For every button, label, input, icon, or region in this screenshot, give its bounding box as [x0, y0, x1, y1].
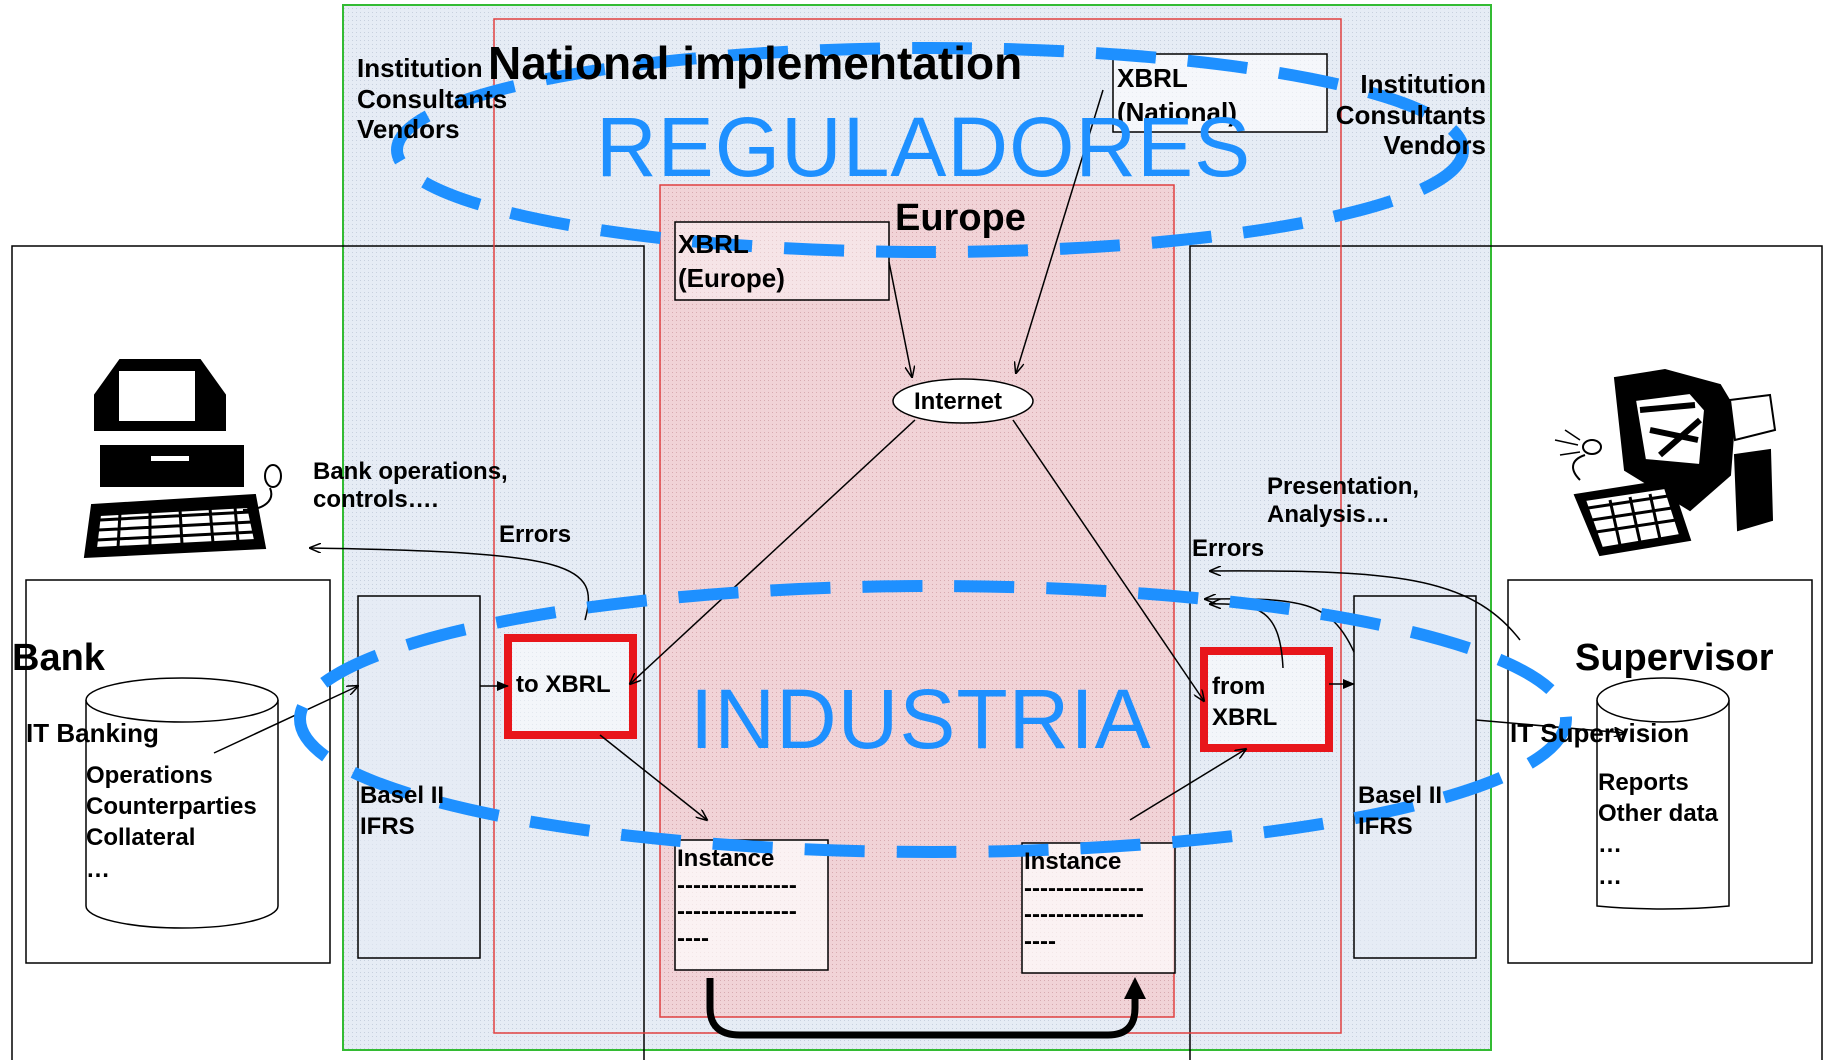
supervisor-frame [1189, 245, 1823, 1060]
instance-right-body: --------------- --------------- ---- [1024, 875, 1144, 955]
europe-title: Europe [895, 197, 1026, 239]
instance-left-box [674, 839, 829, 971]
reguladores-dashed-ellipse [391, 42, 1469, 258]
instance-right-title: Instance [1024, 848, 1122, 875]
it-banking-database-icon [85, 677, 279, 929]
flow-arrows [213, 89, 1625, 820]
errors-right-label: Errors [1192, 535, 1265, 562]
instance-left-title: Instance [677, 845, 775, 872]
instance-right-box [1021, 842, 1176, 974]
national-implementation-title: National implementation [488, 37, 1023, 89]
xbrl-europe-label: XBRL (Europe) [678, 229, 785, 293]
from-xbrl-label: from XBRL [1212, 673, 1278, 732]
stakeholders-right-label: Institution Consultants Vendors [1335, 69, 1486, 161]
internet-node [892, 378, 1034, 424]
to-xbrl-label: to XBRL [516, 671, 611, 698]
it-supervision-database-icon [1596, 677, 1730, 910]
basel-ifrs-left-label: Basel II IFRS [360, 782, 445, 841]
instance-left-body: --------------- --------------- ---- [677, 872, 797, 952]
it-supervision-label: IT Supervision [1510, 718, 1690, 748]
internet-label: Internet [914, 388, 1003, 415]
stakeholders-left-label: Institution Consultants Vendors [357, 53, 508, 145]
bank-computer-icon [83, 359, 282, 559]
supervisor-computer-icon [1554, 368, 1777, 557]
basel-ifrs-right-box [1353, 595, 1477, 959]
reguladores-overlay-label: REGULADORES [596, 100, 1252, 194]
supervisor-data-list: Reports Other data … … [1598, 769, 1719, 890]
basel-ifrs-right-label: Basel II IFRS [1358, 782, 1443, 841]
bank-title: Bank [12, 637, 105, 679]
it-banking-label: IT Banking [26, 718, 159, 748]
instance-exchange-arrow [706, 977, 1146, 1039]
from-xbrl-converter [1200, 647, 1333, 752]
xbrl-national-label: XBRL (National) [1117, 63, 1237, 127]
supervisor-activity-label: Presentation, Analysis… [1267, 473, 1420, 529]
xbrl-europe-box [674, 221, 890, 301]
industria-dashed-ellipse [294, 580, 1572, 858]
bank-frame [11, 245, 645, 1060]
errors-left-label: Errors [499, 521, 572, 548]
industria-overlay-label: INDUSTRIA [690, 672, 1152, 766]
supervisor-title: Supervisor [1575, 637, 1774, 679]
bank-activity-label: Bank operations, controls…. [313, 458, 508, 514]
bank-data-list: Operations Counterparties Collateral … [86, 762, 257, 883]
